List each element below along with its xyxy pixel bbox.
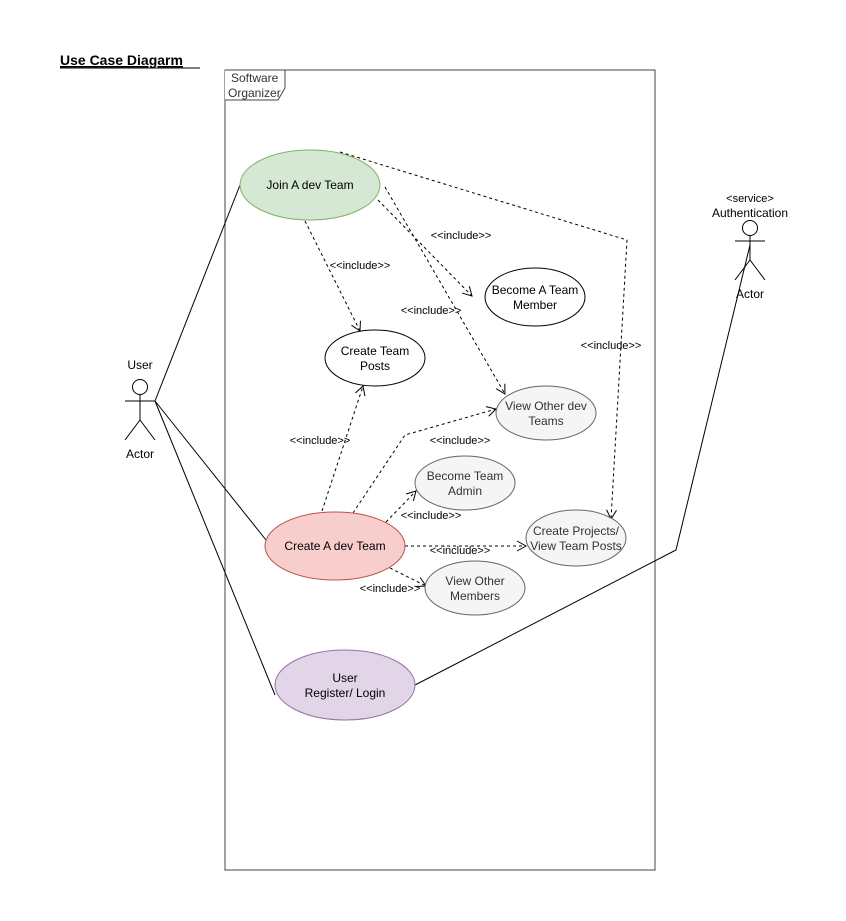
system-boundary: Software Organizer — [224, 69, 656, 871]
use-case-become-member[interactable]: Become A Team Member — [484, 267, 586, 327]
use-case-view-teams-line1: View Other dev — [505, 399, 587, 413]
use-case-become-admin-line2: Admin — [448, 484, 482, 498]
include-label: <<include>> — [401, 305, 462, 317]
use-case-view-teams[interactable]: View Other dev Teams — [495, 385, 597, 441]
include-create-team-view-teams — [352, 406, 497, 514]
include-label: <<include>> — [430, 545, 491, 557]
use-case-become-admin[interactable]: Become Team Admin — [414, 455, 516, 511]
use-case-join-team-label: Join A dev Team — [266, 178, 353, 192]
auth-actor-name: Authentication — [712, 206, 788, 220]
use-case-create-projects-line1: Create Projects/ — [533, 524, 620, 538]
include-create-team-become-admin — [385, 490, 417, 523]
boundary-label-line2: Organizer — [228, 86, 281, 100]
user-actor: User Actor — [124, 358, 156, 461]
use-case-register-line1: User — [332, 671, 357, 685]
use-case-register-line2: Register/ Login — [305, 686, 386, 700]
diagram-title: Use Case Diagarm — [60, 52, 183, 68]
auth-actor-stereotype: <service> — [726, 193, 774, 205]
use-case-create-projects[interactable]: Create Projects/ View Team Posts — [525, 509, 627, 567]
include-label: <<include>> — [430, 435, 491, 447]
use-case-create-posts-line1: Create Team — [341, 344, 409, 358]
include-label: <<include>> — [401, 510, 462, 522]
use-case-create-posts-line2: Posts — [360, 359, 390, 373]
include-join-become-member — [377, 199, 473, 297]
include-create-team-posts — [321, 385, 366, 512]
authentication-actor: <service> Authentication Actor — [712, 193, 788, 301]
use-case-create-team[interactable]: Create A dev Team — [264, 511, 406, 581]
use-case-view-members-line1: View Other — [445, 574, 504, 588]
assoc-user-create-team — [154, 400, 267, 541]
use-case-view-teams-line2: Teams — [528, 414, 563, 428]
include-label: <<include>> — [360, 583, 421, 595]
boundary-label-line1: Software — [231, 71, 279, 85]
assoc-user-register — [154, 400, 276, 696]
include-join-view-teams — [384, 186, 506, 395]
use-case-join-team[interactable]: Join A dev Team — [239, 149, 381, 221]
use-case-view-members[interactable]: View Other Members — [424, 560, 526, 616]
assoc-auth-register — [414, 244, 751, 686]
user-actor-name: User — [127, 358, 152, 372]
user-actor-type: Actor — [126, 447, 154, 461]
assoc-user-join-team — [154, 184, 241, 402]
use-case-register-login[interactable]: User Register/ Login — [274, 649, 416, 721]
use-case-become-member-line2: Member — [513, 298, 557, 312]
use-case-create-posts[interactable]: Create Team Posts — [324, 329, 426, 387]
include-label: <<include>> — [581, 340, 642, 352]
use-case-create-projects-line2: View Team Posts — [530, 539, 622, 553]
use-case-create-team-label: Create A dev Team — [284, 539, 385, 553]
include-join-create-projects — [339, 151, 628, 521]
include-create-team-view-members — [389, 567, 427, 587]
include-join-create-posts — [304, 220, 361, 332]
use-case-view-members-line2: Members — [450, 589, 500, 603]
use-case-become-member-line1: Become A Team — [492, 283, 579, 297]
boundary-label-tab — [225, 69, 286, 101]
use-case-become-admin-line1: Become Team — [427, 469, 503, 483]
auth-actor-type: Actor — [736, 287, 764, 301]
include-label: <<include>> — [290, 435, 351, 447]
include-label: <<include>> — [330, 260, 391, 272]
include-label: <<include>> — [431, 230, 492, 242]
